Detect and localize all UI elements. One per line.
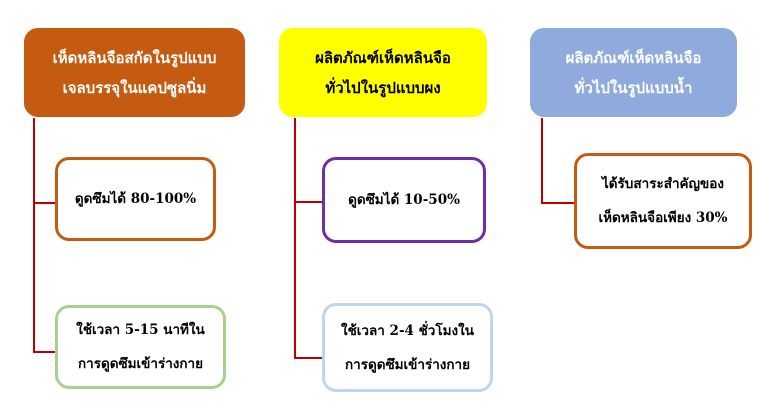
connector-line: [294, 201, 322, 203]
header-liquid: ผลิตภัณฑ์เห็ดหลินจือ ทั่วไปในรูปแบบน้ำ: [530, 28, 737, 117]
card-active-ingredient: ได้รับสาระสำคัญของ เห็ดหลินจือเพียง 30%: [574, 153, 752, 249]
header-line: ทั่วไปในรูปแบบน้ำ: [574, 78, 693, 97]
connector-line: [294, 357, 322, 359]
card-absorption-time: ใช้เวลา 5-15 นาทีใน การดูดซึมเข้าร่างกาย: [55, 305, 226, 389]
card-line: ใช้เวลา 2-4 ชั่วโมงใน: [341, 322, 474, 339]
connector-line: [294, 118, 296, 358]
header-line: เห็ดหลินจือสกัดในรูปแบบ: [52, 48, 217, 67]
header-line: ผลิตภัณฑ์เห็ดหลินจือ: [315, 48, 451, 67]
card-line: ใช้เวลา 5-15 นาทีใน: [76, 322, 205, 338]
card-line: ดูดซึมได้ 80-100%: [74, 191, 197, 207]
connector-line: [33, 351, 55, 353]
connector-line: [33, 202, 55, 204]
connector-line: [541, 118, 543, 203]
card-line: ดูดซึมได้ 10-50%: [348, 192, 460, 208]
connector-line: [33, 118, 35, 352]
card-absorption-time: ใช้เวลา 2-4 ชั่วโมงใน การดูดซึมเข้าร่างก…: [322, 303, 493, 392]
card-line: การดูดซึมเข้าร่างกาย: [344, 356, 471, 373]
connector-line: [541, 202, 574, 204]
header-capsule-gel: เห็ดหลินจือสกัดในรูปแบบ เจลบรรจุในแคปซูล…: [24, 28, 245, 117]
card-line: การดูดซึมเข้าร่างกาย: [77, 356, 204, 372]
header-line: ผลิตภัณฑ์เห็ดหลินจือ: [565, 48, 702, 67]
card-absorption-rate: ดูดซึมได้ 80-100%: [55, 157, 216, 241]
header-line: เจลบรรจุในแคปซูลนิ่ม: [62, 78, 207, 97]
card-line: ได้รับสาระสำคัญของ: [602, 176, 724, 192]
card-line: เห็ดหลินจือเพียง 30%: [598, 210, 728, 226]
card-absorption-rate: ดูดซึมได้ 10-50%: [322, 157, 486, 243]
header-powder: ผลิตภัณฑ์เห็ดหลินจือ ทั่วไปในรูปแบบผง: [279, 28, 487, 117]
header-line: ทั่วไปในรูปแบบผง: [325, 78, 441, 97]
